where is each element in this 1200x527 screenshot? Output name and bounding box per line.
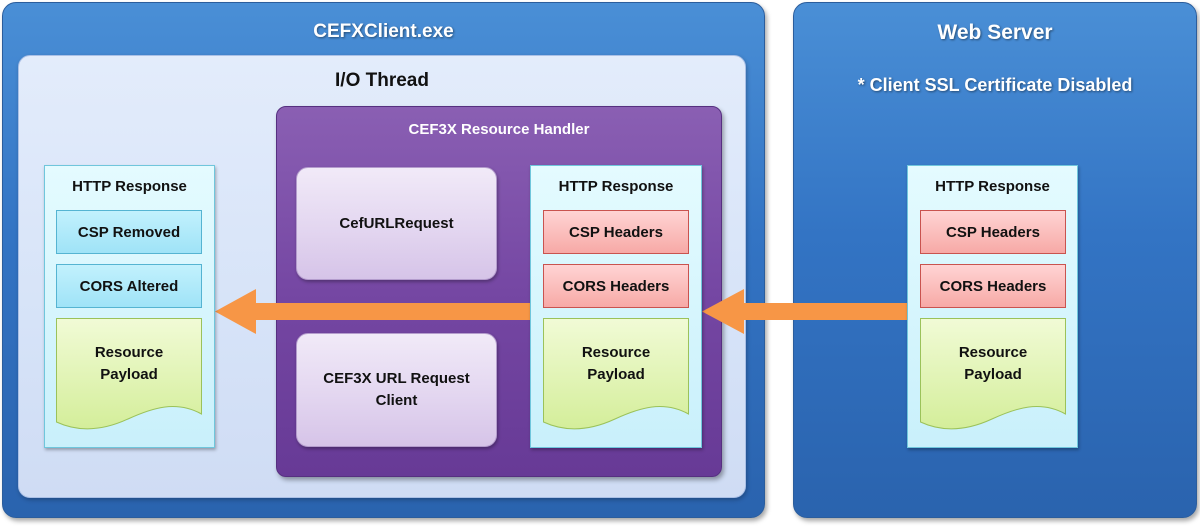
handler-csp-headers-label: CSP Headers [569, 223, 663, 241]
server-csp-headers-box: CSP Headers [920, 210, 1066, 254]
ssl-certificate-note: * Client SSL Certificate Disabled [857, 75, 1133, 95]
server-cors-headers-box: CORS Headers [920, 264, 1066, 308]
csp-removed-label: CSP Removed [77, 223, 181, 241]
client-payload-label-line2: Payload [100, 366, 158, 383]
url-request-client-label-line2: Client [375, 392, 418, 409]
handler-cors-headers-box: CORS Headers [543, 264, 689, 308]
server-cors-headers-label: CORS Headers [939, 277, 1047, 295]
cors-altered-box: CORS Altered [56, 264, 202, 308]
io-thread-title: I/O Thread [335, 70, 429, 91]
client-payload-label-line1: Resource [94, 344, 164, 361]
cef-url-request-box: CefURLRequest [296, 167, 497, 280]
web-server-title: Web Server [937, 21, 1053, 44]
url-request-client-label-line1: CEF3X URL Request [323, 370, 470, 387]
csp-removed-box: CSP Removed [56, 210, 202, 254]
client-process-title: CEFXClient.exe [313, 21, 454, 42]
client-resource-payload: Resource Payload [56, 318, 202, 433]
handler-payload-label-line2: Payload [587, 366, 645, 383]
handler-resource-payload: Resource Payload [543, 318, 689, 433]
resource-handler-title: CEF3X Resource Handler [408, 121, 590, 138]
server-http-response-title: HTTP Response [935, 178, 1050, 195]
handler-csp-headers-box: CSP Headers [543, 210, 689, 254]
cors-altered-label: CORS Altered [79, 277, 179, 295]
handler-http-response-title: HTTP Response [558, 178, 674, 195]
server-csp-headers-label: CSP Headers [946, 223, 1040, 241]
handler-payload-label-line1: Resource [581, 344, 651, 361]
handler-cors-headers-label: CORS Headers [562, 277, 670, 295]
url-request-client-box: CEF3X URL Request Client [296, 333, 497, 447]
server-payload-label-line1: Resource [958, 344, 1028, 361]
client-http-response-title: HTTP Response [72, 178, 187, 195]
server-resource-payload: Resource Payload [920, 318, 1066, 433]
server-payload-label-line2: Payload [964, 366, 1022, 383]
cef-url-request-label: CefURLRequest [339, 214, 454, 232]
